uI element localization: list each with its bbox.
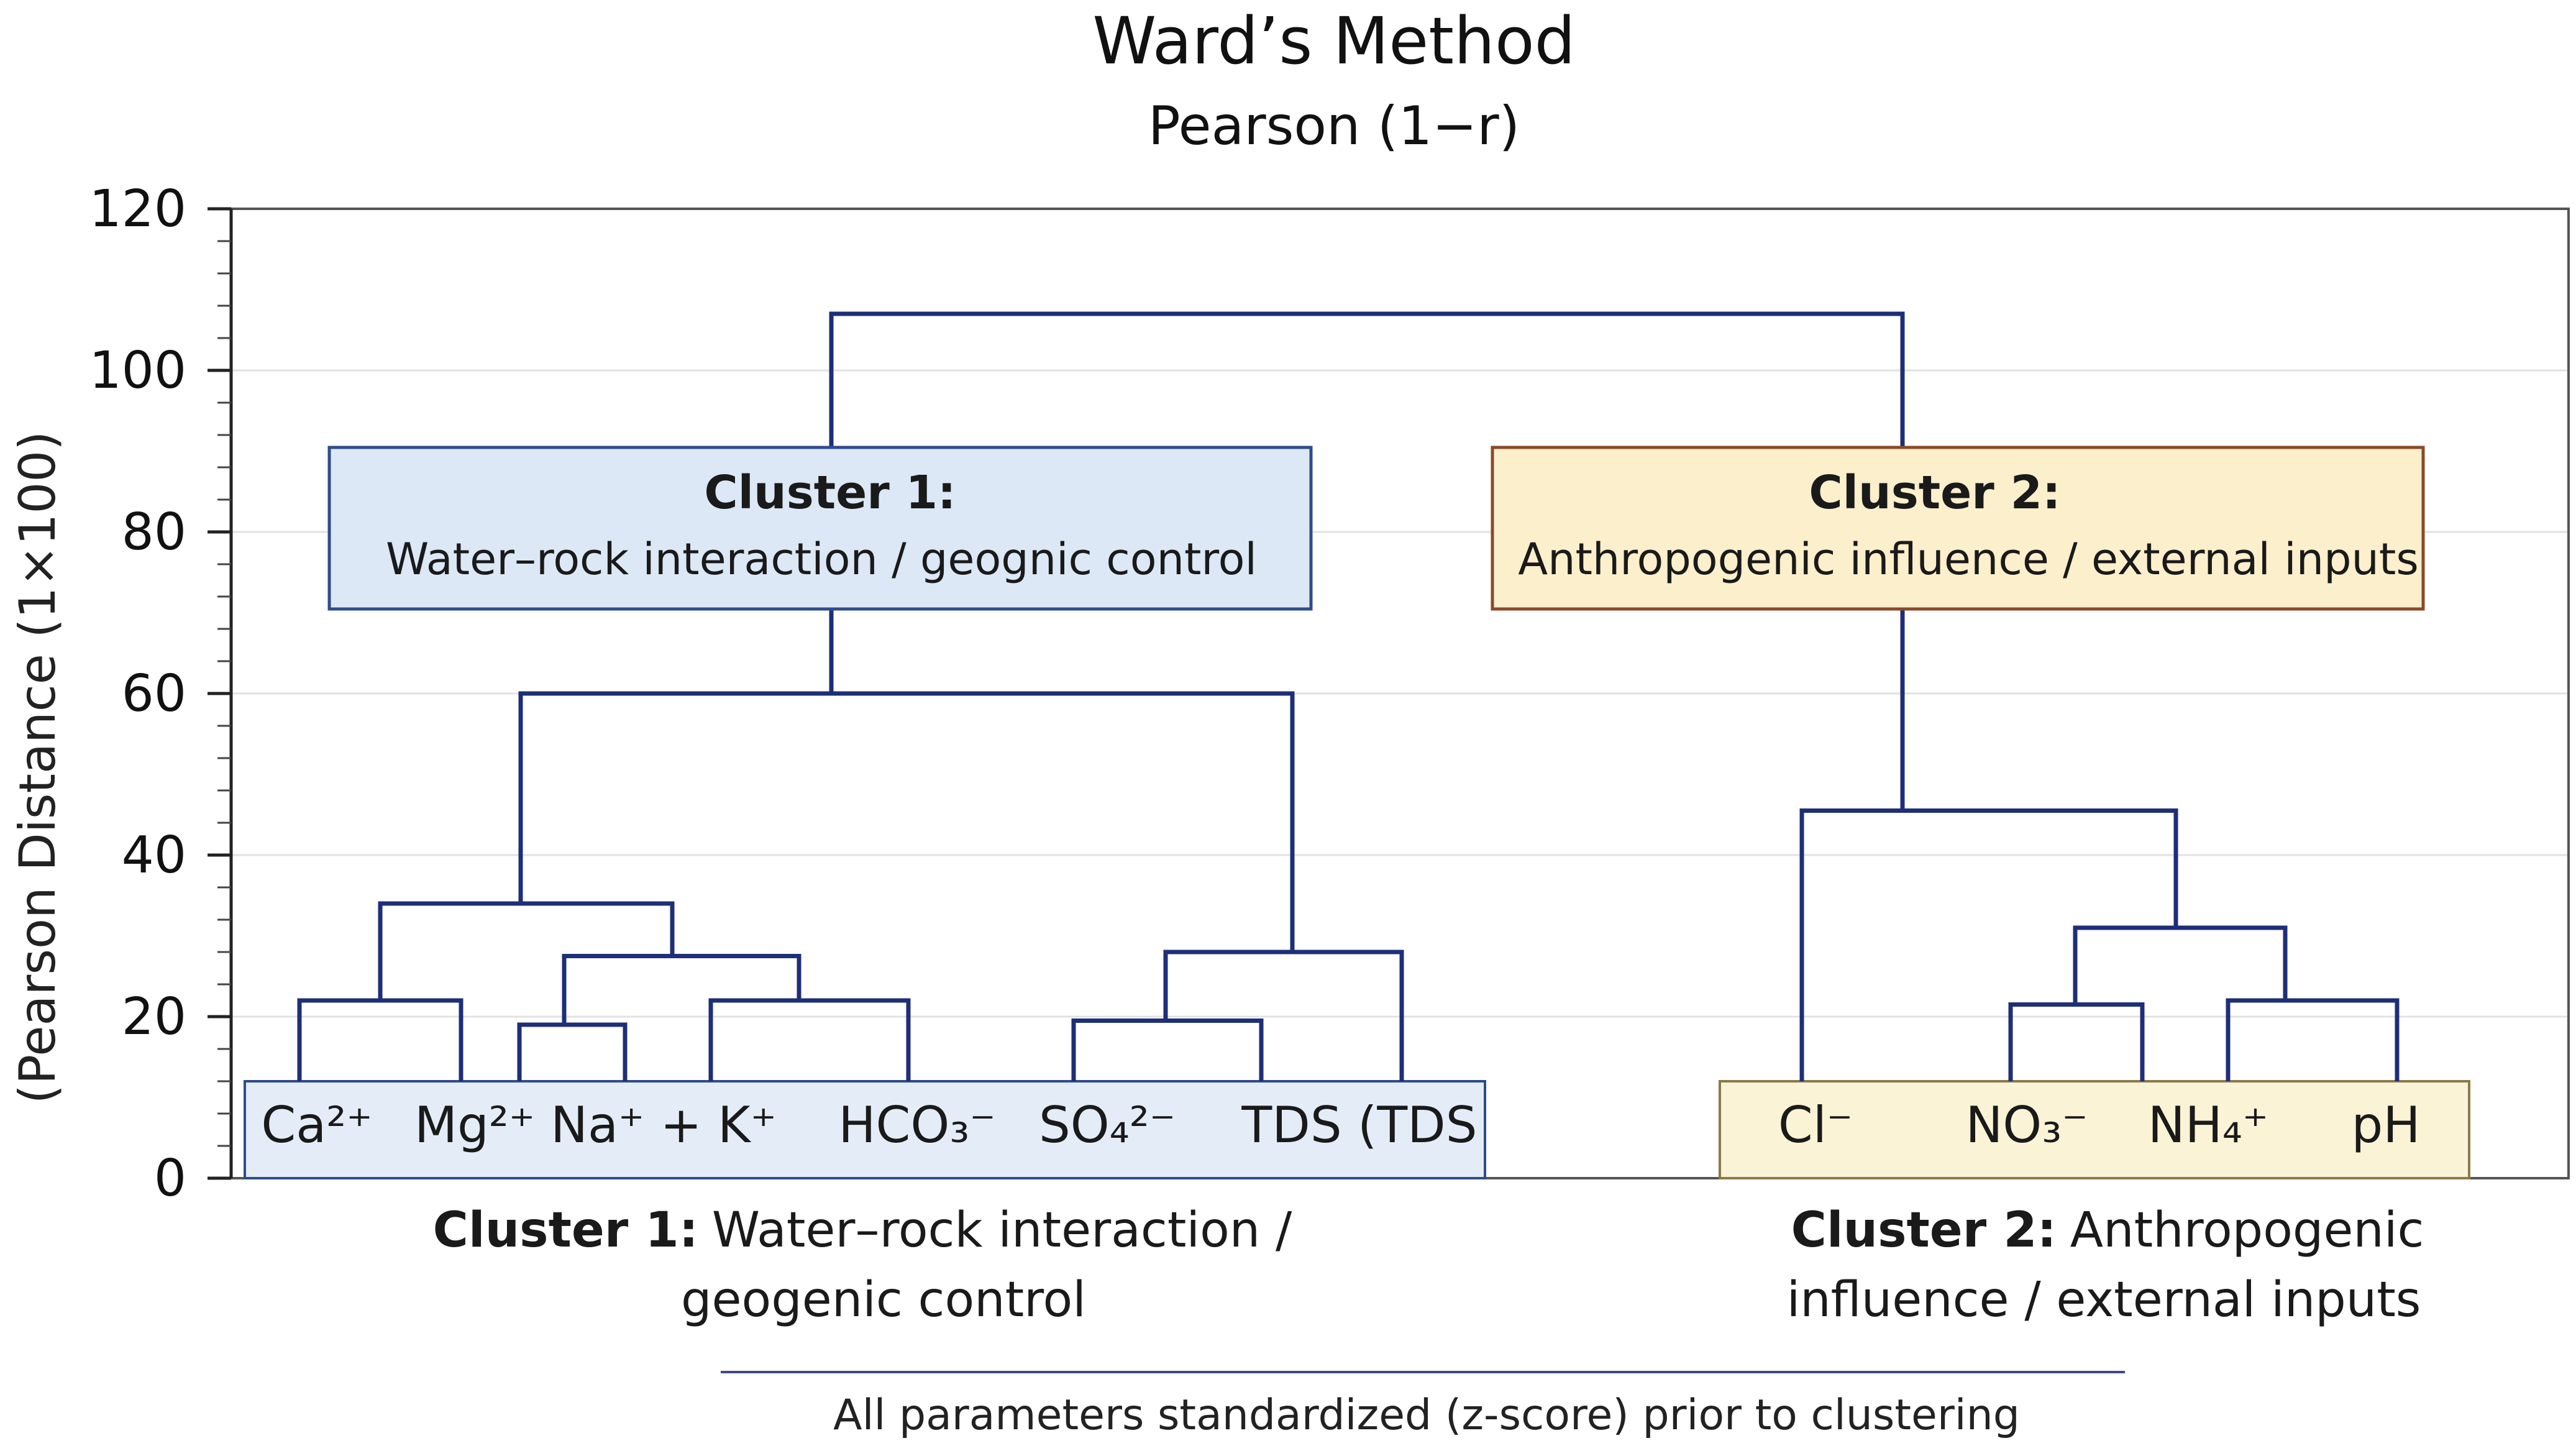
link-nitrogen	[2073, 925, 2288, 1005]
leaf-label-cl: Cl⁻	[1778, 1096, 1853, 1154]
leaf-label-no3: NO₃⁻	[1965, 1096, 2088, 1154]
link-root	[829, 311, 1905, 447]
chart-title: Ward’s Method	[1092, 3, 1575, 79]
y-tick-label-60: 60	[122, 664, 186, 723]
y-tick-label-0: 0	[154, 1149, 186, 1208]
cluster2-caption-line1: Cluster 2:Anthropogenic	[1791, 1202, 2424, 1258]
cluster1-annotation-title: Cluster 1:	[704, 466, 956, 520]
link-cations	[378, 901, 675, 1000]
cluster2-leaf-box	[1719, 1080, 2470, 1179]
link-na-k-hco3	[562, 954, 802, 1025]
cluster2-caption-line2: influence / external inputs	[1787, 1272, 2421, 1328]
cluster1-caption-bold: Cluster 1:	[433, 1202, 698, 1258]
cluster2-annotation-title: Cluster 2:	[1809, 466, 2060, 520]
cluster1-annotation-box	[327, 446, 1313, 611]
link-cluster2	[1799, 808, 2178, 1081]
cluster1-leaf-box	[244, 1080, 1486, 1179]
y-axis-ticks: 0 20 40 60 80 100 120	[89, 180, 231, 1208]
link-nh4-ph	[2226, 998, 2400, 1081]
chart-subtitle: Pearson (1−r)	[1148, 95, 1520, 157]
leaf-label-ph: pH	[2352, 1096, 2421, 1154]
cluster2-annotation-box	[1491, 446, 2425, 611]
link-hco3	[708, 998, 911, 1081]
y-axis-label: (Pearson Distance (1×100)	[9, 431, 66, 1104]
cluster1-caption-line1: Cluster 1:Water–rock interaction /	[433, 1202, 1292, 1258]
cluster1-annotation-subtitle: Water–rock interaction / geognic control	[386, 534, 1257, 585]
leaf-label-tds: TDS (TDS	[1241, 1096, 1477, 1154]
dendrogram-links	[297, 311, 2400, 1081]
cluster2-annotation-subtitle: Anthropogenic influence / external input…	[1518, 534, 2419, 585]
y-tick-label-80: 80	[122, 503, 186, 562]
leaf-label-na-k: Na⁺ + K⁺	[550, 1096, 777, 1154]
y-tick-label-20: 20	[122, 987, 186, 1046]
link-so4-tds	[1071, 1018, 1264, 1081]
cluster2-caption-bold: Cluster 2:	[1791, 1202, 2057, 1258]
leaf-label-mg: Mg²⁺	[414, 1096, 535, 1154]
leaf-label-nh4: NH₄⁺	[2148, 1096, 2268, 1154]
cluster1-caption-text: Water–rock interaction /	[712, 1202, 1292, 1258]
leaf-label-hco3: HCO₃⁻	[838, 1096, 995, 1154]
leaf-label-so4: SO₄²⁻	[1039, 1096, 1176, 1154]
cluster2-caption-text: Anthropogenic	[2070, 1202, 2424, 1258]
y-tick-label-120: 120	[89, 180, 186, 239]
y-tick-label-100: 100	[89, 341, 186, 400]
y-tick-label-40: 40	[122, 826, 186, 885]
footnote: All parameters standardized (z-score) pr…	[833, 1391, 2020, 1440]
link-na-k	[517, 1022, 628, 1081]
link-ca-mg	[297, 998, 464, 1081]
cluster1-caption-line2: geogenic control	[681, 1272, 1086, 1328]
leaf-label-ca: Ca²⁺	[261, 1096, 372, 1154]
link-cluster1	[518, 691, 1295, 952]
link-sulfate-group	[1163, 950, 1404, 1081]
